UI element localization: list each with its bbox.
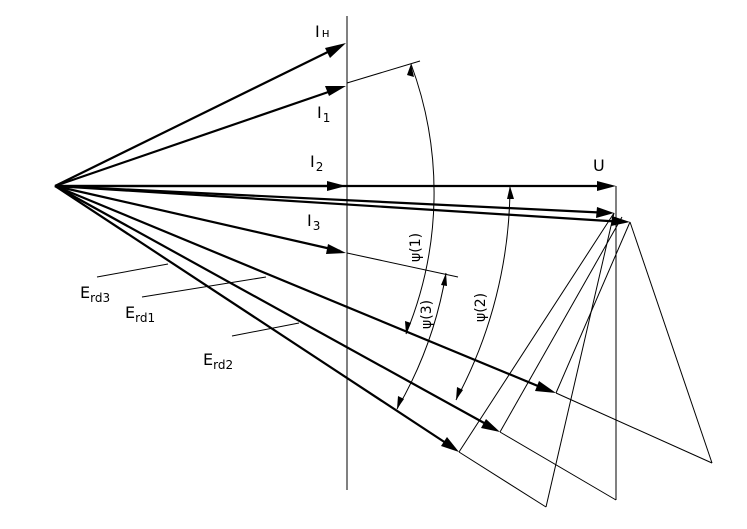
e-vector-2 — [54, 184, 611, 215]
erd2-leader-line — [231, 322, 300, 337]
i1-label: I1 — [317, 103, 330, 125]
i1-arrowhead — [325, 86, 346, 96]
erd1-leader-line — [141, 276, 267, 298]
erd2-arrowhead — [481, 419, 500, 432]
i3-vector — [54, 184, 341, 253]
triangle-edge-c — [545, 212, 615, 508]
erd3-leader-line — [96, 263, 169, 278]
erd3-label: Erd3 — [80, 283, 110, 305]
erd1-label: Erd1 — [125, 303, 155, 325]
erd1-arrowhead — [535, 381, 556, 393]
i3-label: I3 — [307, 211, 320, 233]
i2-label: I2 — [310, 152, 323, 174]
i1-extension-line — [346, 60, 421, 84]
triangle-edge-f — [555, 221, 631, 394]
psi1-angle-arc — [405, 63, 435, 335]
psi2-arc-arrow-top — [507, 186, 514, 199]
e-vector-1-arrowhead — [611, 216, 630, 226]
psi2-angle-arc — [455, 185, 511, 401]
triangle-edge-e — [499, 431, 617, 501]
i3-arrowhead — [326, 244, 346, 254]
erd3-arrowhead — [441, 437, 459, 452]
psi2-label: ψ(2) — [473, 293, 489, 322]
psi3-label: ψ(3) — [419, 300, 435, 329]
triangle-right-edge — [629, 221, 713, 464]
psi2-arc-arrow-bottom — [456, 387, 463, 400]
i1-vector — [54, 86, 341, 188]
erd2-vector — [54, 185, 496, 430]
psi1-arc-arrow-top — [407, 64, 414, 77]
psi1-label: ψ(1) — [408, 233, 424, 262]
triangle-edge-d — [499, 216, 623, 433]
psi1-arc-arrow-bottom — [405, 321, 411, 334]
triangle-edge-b — [458, 451, 547, 508]
e-vector-1 — [54, 184, 625, 224]
erd2-label: Erd2 — [203, 350, 233, 372]
i-n-vector — [54, 45, 341, 187]
e-vector-2-arrowhead — [596, 207, 614, 218]
psi3-arc-arrow-bottom — [397, 396, 404, 409]
erd3-vector — [54, 185, 456, 450]
u-label: U — [593, 156, 605, 175]
erd1-vector — [54, 184, 551, 393]
psi3-arc-arrow-top — [441, 273, 447, 286]
u-arrowhead — [597, 181, 616, 191]
i3-extension-line — [346, 252, 459, 278]
i-n-arrowhead — [325, 43, 346, 58]
triangle-edge-a — [458, 212, 615, 453]
psi3-angle-arc — [396, 272, 447, 410]
triangle-edge-g — [555, 392, 713, 464]
